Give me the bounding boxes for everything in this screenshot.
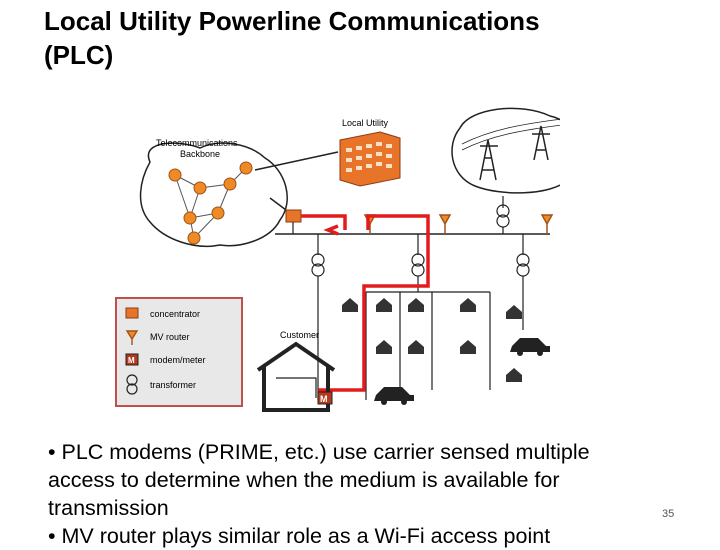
house-icons (342, 298, 522, 382)
customer-label: Customer (280, 330, 319, 340)
legend-modem-meter-icon (125, 353, 139, 366)
legend-label-modem-meter: modem/meter (150, 355, 206, 365)
car-icons (374, 338, 550, 405)
customer-meter-letter: M (320, 394, 328, 404)
plc-network-diagram: Telecommunications Backbone Local Utilit… (115, 107, 560, 412)
slide-title: Local Utility Powerline Communications (… (44, 4, 684, 72)
bullet-list: • PLC modems (PRIME, etc.) use carrier s… (48, 438, 638, 550)
title-line-2: (PLC) (44, 40, 114, 70)
telecom-label-line2: Backbone (180, 149, 220, 159)
title-line-1: Local Utility Powerline Communications (44, 6, 540, 36)
legend-icons: M (125, 307, 139, 395)
drop-transformer-icons (311, 234, 530, 277)
legend-mv-router-icon (125, 330, 139, 345)
mv-router-icons (363, 214, 554, 234)
legend-label-mv-router: MV router (150, 332, 190, 342)
main-transformer-icon (496, 204, 510, 228)
transmission-tower-icon (461, 118, 560, 181)
legend-concentrator-icon (125, 307, 139, 319)
legend-label-transformer: transformer (150, 380, 196, 390)
concentrator-icon (285, 209, 302, 223)
legend-label-concentrator: concentrator (150, 309, 200, 319)
bullet-1: • PLC modems (PRIME, etc.) use carrier s… (48, 440, 590, 520)
legend-meter-letter: M (128, 356, 135, 365)
legend-transformer-icon (126, 374, 138, 395)
telecom-label-line1: Telecommunications (156, 138, 238, 148)
customer-house-icon (256, 341, 336, 412)
utility-building-icon (339, 131, 401, 187)
bullet-2: • MV router plays similar role as a Wi-F… (48, 524, 551, 548)
local-utility-label: Local Utility (342, 118, 389, 128)
backbone-nodes (168, 161, 253, 245)
page-number: 35 (662, 508, 675, 520)
customer-meter-icon (317, 391, 333, 405)
